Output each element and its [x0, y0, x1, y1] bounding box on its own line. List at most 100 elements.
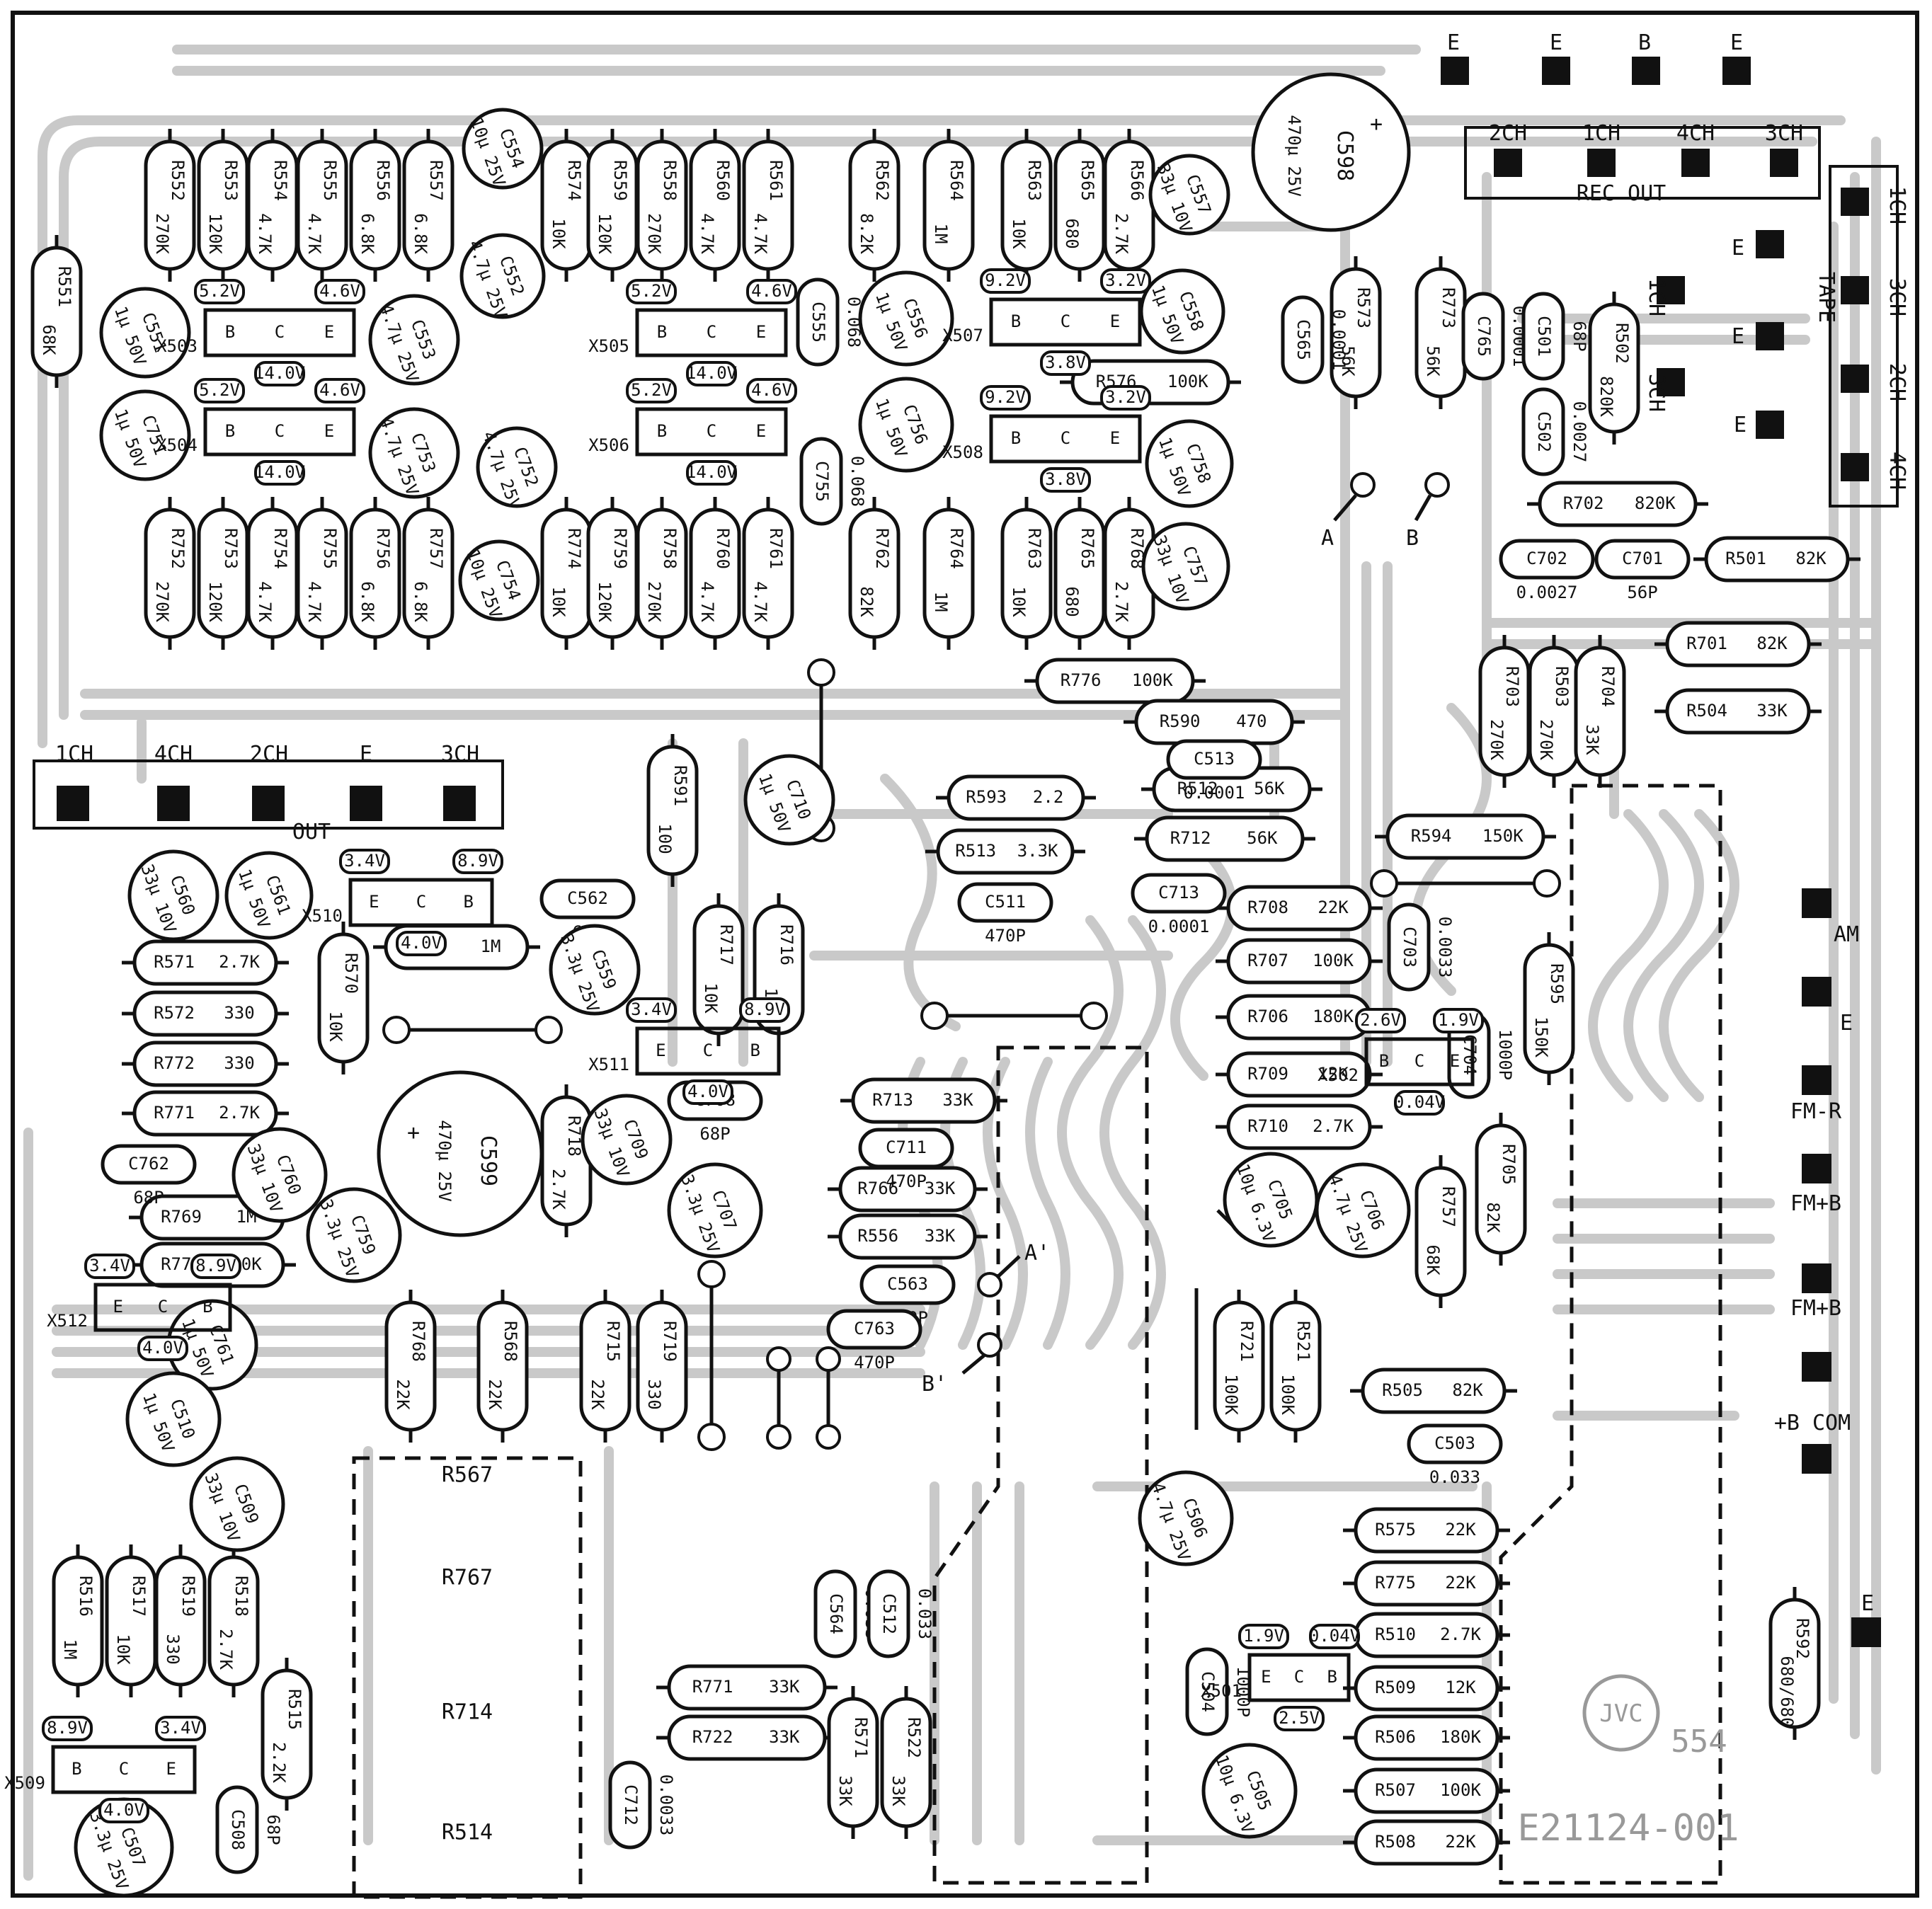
- terminal-pad[interactable]: [1802, 1352, 1831, 1382]
- side-pin-pad[interactable]: [1657, 368, 1685, 396]
- tape-pad[interactable]: [1841, 276, 1869, 304]
- terminal-pad[interactable]: [1802, 977, 1831, 1007]
- rec-out-pad[interactable]: [1770, 149, 1798, 177]
- top-pin-pad[interactable]: [1722, 57, 1751, 85]
- tape-pad[interactable]: [1841, 365, 1869, 393]
- out-pad[interactable]: [443, 786, 476, 821]
- top-pin-pad[interactable]: [1632, 57, 1660, 85]
- tape-pad[interactable]: [1841, 453, 1869, 481]
- top-pin-pad[interactable]: [1542, 57, 1570, 85]
- side-pin-pad[interactable]: [1756, 230, 1784, 258]
- out-pad[interactable]: [157, 786, 190, 821]
- test-point-hole[interactable]: [1424, 472, 1450, 498]
- terminal-pad[interactable]: [1802, 1263, 1831, 1293]
- rec-out-pad[interactable]: [1494, 149, 1522, 177]
- out-pad[interactable]: [57, 786, 89, 821]
- terminal-pad[interactable]: [1802, 1065, 1831, 1095]
- tape-pad[interactable]: [1841, 188, 1869, 216]
- out-pad[interactable]: [350, 786, 382, 821]
- terminal-pad[interactable]: [1802, 888, 1831, 918]
